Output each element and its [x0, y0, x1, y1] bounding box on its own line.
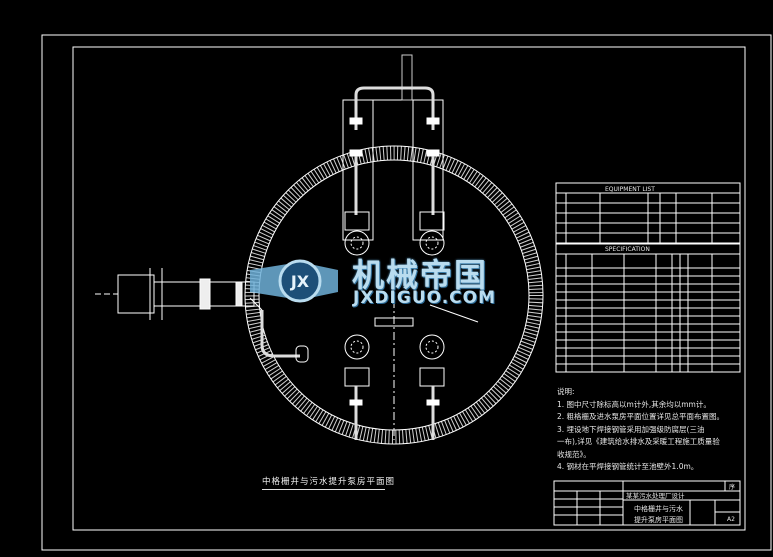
title-block-drawing-name-1: 中格栅井与污水: [634, 504, 683, 513]
note-item: 4. 钢材在平焊接钢管统计至池壁外1.0m。: [557, 462, 699, 471]
pumps: [344, 230, 445, 440]
note-item: 一布),详见《建筑给水排水及采暖工程施工质量验: [557, 437, 720, 446]
title-block-sheet: A2: [727, 516, 735, 523]
spec-table-title: SPECIFICATION: [605, 246, 650, 253]
spec-table: [555, 243, 741, 373]
notes-block: 说明: 1. 图中尺寸除标高以m计外,其余均以mm计。 2. 粗格栅及进水泵房平…: [557, 386, 757, 474]
title-block-revision: 序: [729, 483, 735, 491]
center-structure: [374, 300, 479, 440]
title-block-drawing-name-2: 提升泵房平面图: [634, 515, 683, 524]
title-block-company: 某某污水处理厂设计: [626, 491, 685, 500]
watermark-logo: JX: [250, 259, 338, 303]
watermark-logo-letters: JX: [290, 272, 310, 291]
equipment-table: [555, 182, 741, 244]
top-channels: [342, 54, 445, 241]
outer-frame: [41, 34, 772, 551]
watermark-chinese: 机械帝国: [352, 256, 489, 294]
note-item: 2. 粗格栅及进水泵房平面位置详见总平面布置图。: [557, 412, 725, 421]
equipment-table-title: EQUIPMENT LIST: [605, 186, 655, 193]
inlet-pipe: [95, 268, 309, 363]
note-item: 收规范》。: [557, 449, 591, 459]
title-block: [553, 480, 741, 526]
drawing-caption: 中格栅井与污水提升泵房平面图: [262, 477, 396, 487]
note-item: 3. 埋设地下焊接钢管采用加强级防腐层(三油: [557, 424, 705, 434]
inner-frame: [72, 46, 746, 531]
watermark-english: JXDIGUO.COM: [353, 288, 497, 308]
note-item: 1. 图中尺寸除标高以m计外,其余均以mm计。: [557, 399, 711, 409]
caption-underline: [262, 489, 385, 490]
notes-heading: 说明:: [557, 387, 575, 396]
